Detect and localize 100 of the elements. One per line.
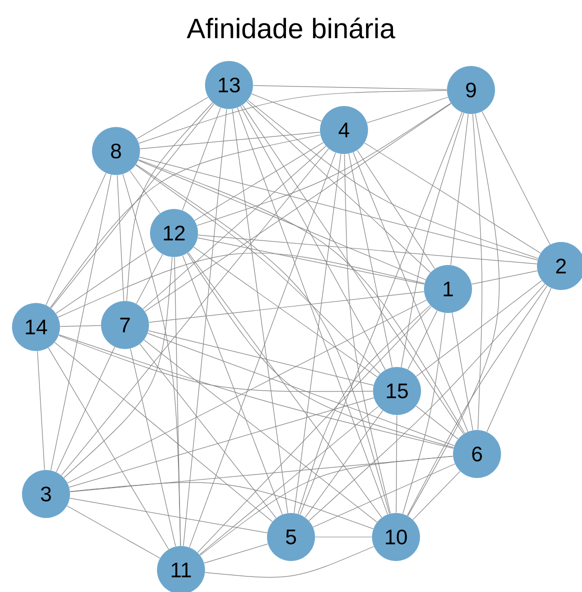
edge-line — [138, 159, 465, 434]
edge-line — [356, 150, 436, 270]
edge-line — [140, 132, 320, 150]
edge-line — [252, 85, 448, 90]
edge-line — [139, 156, 538, 260]
edge-line — [251, 94, 322, 122]
edge-line — [70, 498, 268, 534]
edge-line — [116, 174, 124, 302]
edge-line — [48, 347, 169, 550]
edge-line — [126, 102, 213, 302]
edge-line — [50, 174, 112, 471]
edge-line — [58, 252, 425, 318]
edge-line — [183, 108, 227, 546]
edge-line — [412, 471, 460, 520]
edge-line — [182, 107, 221, 211]
edge-line — [400, 112, 464, 368]
edge-line — [304, 410, 384, 518]
edge-line — [142, 146, 326, 310]
edge-line — [140, 344, 276, 518]
edge-line — [300, 112, 462, 515]
edge-line — [50, 104, 214, 308]
graph-node: 5 — [267, 513, 315, 561]
edge-line — [197, 306, 432, 553]
edge-line — [246, 101, 431, 273]
edge-line — [240, 106, 386, 370]
edge-line — [138, 160, 426, 280]
edge-line — [194, 142, 324, 221]
graph-node: 7 — [101, 301, 149, 349]
edge-line — [408, 310, 438, 370]
edge-line — [242, 104, 464, 434]
edge-line — [187, 252, 454, 448]
edge-line — [148, 291, 424, 323]
edge-line — [196, 103, 452, 226]
edge-line — [396, 414, 398, 514]
edge-line — [200, 456, 454, 556]
edge-line — [70, 482, 374, 530]
edge-line — [138, 90, 448, 144]
graph-node: 13 — [205, 61, 253, 109]
graph-node: 8 — [92, 127, 140, 175]
graph-node: 9 — [447, 66, 495, 114]
edge-line — [366, 96, 448, 124]
edge-line — [135, 164, 380, 374]
edge-line — [408, 114, 500, 516]
edge-line — [58, 335, 374, 392]
edge-line — [482, 111, 550, 245]
edge-line — [204, 546, 374, 578]
edge-line — [416, 280, 542, 377]
edge-line — [312, 464, 456, 528]
edge-line — [298, 305, 430, 514]
edge-line — [144, 340, 378, 522]
edge-line — [136, 254, 163, 304]
graph-node: 10 — [372, 513, 420, 561]
edge-line — [348, 153, 392, 368]
edge-line — [37, 350, 45, 470]
graph-node: 3 — [22, 470, 70, 518]
chart-title: Afinidade binária — [186, 18, 396, 38]
edge-line — [148, 330, 374, 386]
graph-node: 14 — [12, 303, 60, 351]
edge-line — [402, 312, 446, 514]
edge-line — [58, 334, 454, 449]
edge-line — [188, 252, 382, 518]
graph-node: 12 — [150, 209, 198, 257]
edge-line — [189, 152, 336, 548]
edge-line — [197, 238, 425, 284]
edge-line — [182, 255, 283, 515]
edge-line — [452, 312, 474, 430]
edge-line — [174, 256, 181, 546]
edge-line — [204, 544, 268, 564]
graph-node: 6 — [453, 430, 501, 478]
edge-line — [364, 142, 541, 254]
graph-node: 2 — [537, 242, 582, 290]
edge-line — [50, 134, 321, 308]
edge-line — [344, 154, 391, 514]
edge-line — [130, 348, 176, 547]
edge-line — [130, 170, 160, 214]
edge-line — [193, 246, 378, 378]
edge-line — [147, 333, 455, 446]
edge-line — [248, 100, 538, 259]
graph-node: 1 — [424, 265, 472, 313]
edge-line — [416, 406, 458, 440]
edge-line — [68, 398, 374, 488]
edge-line — [136, 96, 208, 140]
edge-line — [136, 164, 390, 514]
edge-line — [54, 342, 273, 522]
edge-line — [406, 286, 548, 516]
edge-line — [352, 152, 468, 432]
edge-line — [232, 108, 288, 514]
edge-line — [472, 114, 482, 430]
edge-line — [64, 256, 172, 478]
edge-line — [308, 284, 546, 522]
edge-line — [66, 506, 160, 558]
edge-line — [471, 270, 538, 284]
edge-line — [46, 172, 106, 306]
edge-line — [67, 300, 427, 484]
graph-node: 15 — [373, 367, 421, 415]
edge-line — [56, 246, 154, 314]
edge-line — [450, 114, 469, 266]
graph-node: 11 — [157, 546, 205, 592]
edge-line — [61, 148, 329, 476]
edge-line — [70, 456, 454, 492]
